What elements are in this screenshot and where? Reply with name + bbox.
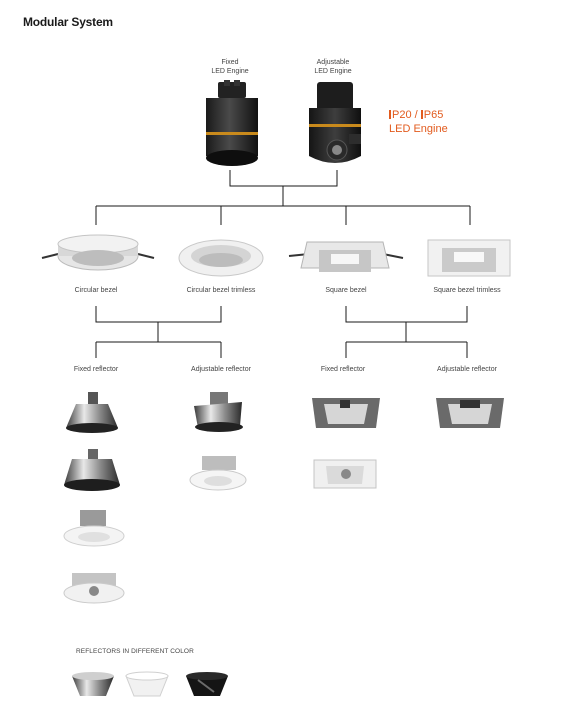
- square-adjustable-reflector-image-1: [436, 398, 504, 428]
- adjustable-led-engine-image: [309, 82, 361, 163]
- ip-rating-line: P20 / P65: [389, 108, 448, 122]
- bezel-label-2: Circular bezel trimless: [186, 287, 256, 294]
- page-title: Modular System: [23, 15, 113, 29]
- reflector-label-4: Adjustable reflector: [437, 366, 497, 373]
- adjustable-reflector-image-2: [189, 456, 247, 491]
- bezel-label-4: Square bezel trimless: [433, 287, 501, 294]
- adjustable-engine-label: Adjustable LED Engine: [314, 59, 352, 75]
- fixed-led-engine-image: [206, 80, 258, 166]
- circular-bezel-trimless-image: [178, 239, 264, 277]
- reflector-label-1: Fixed reflector: [73, 366, 119, 373]
- circular-join-line: [95, 306, 222, 323]
- ip-engine-label: LED Engine: [389, 123, 448, 135]
- square-bezel-image: [288, 241, 404, 272]
- fixed-reflector-image-2: [64, 449, 120, 491]
- reflector-label-2: Adjustable reflector: [191, 366, 251, 373]
- square-join-line: [345, 306, 468, 323]
- bezel-label-3: Square bezel: [325, 287, 367, 294]
- reflector-color-black-image: [186, 672, 228, 696]
- reflector-color-chrome-image: [72, 672, 114, 696]
- reflectors-color-caption: REFLECTORS IN DIFFERENT COLOR: [76, 648, 194, 655]
- ip-rating-note: P20 / P65 LED Engine: [389, 108, 448, 136]
- fixed-reflector-image-4: [63, 573, 125, 604]
- ip-bar-icon: [389, 110, 391, 119]
- fixed-engine-label: Fixed LED Engine: [211, 59, 249, 75]
- engine-join-line: [229, 170, 338, 187]
- bezel-label-1: Circular bezel: [74, 287, 118, 294]
- fixed-reflector-image-1: [66, 392, 118, 433]
- square-bezel-trimless-image: [427, 239, 511, 277]
- square-fixed-reflector-image-1: [312, 398, 380, 428]
- fixed-reflector-image-3: [63, 510, 125, 547]
- reflector-label-3: Fixed reflector: [320, 366, 366, 373]
- circular-bezel-image: [41, 234, 155, 271]
- square-fixed-reflector-image-2: [313, 459, 377, 489]
- ip-bar-icon: [420, 110, 423, 119]
- adjustable-reflector-image-1: [194, 392, 243, 432]
- reflector-color-white-image: [125, 671, 169, 697]
